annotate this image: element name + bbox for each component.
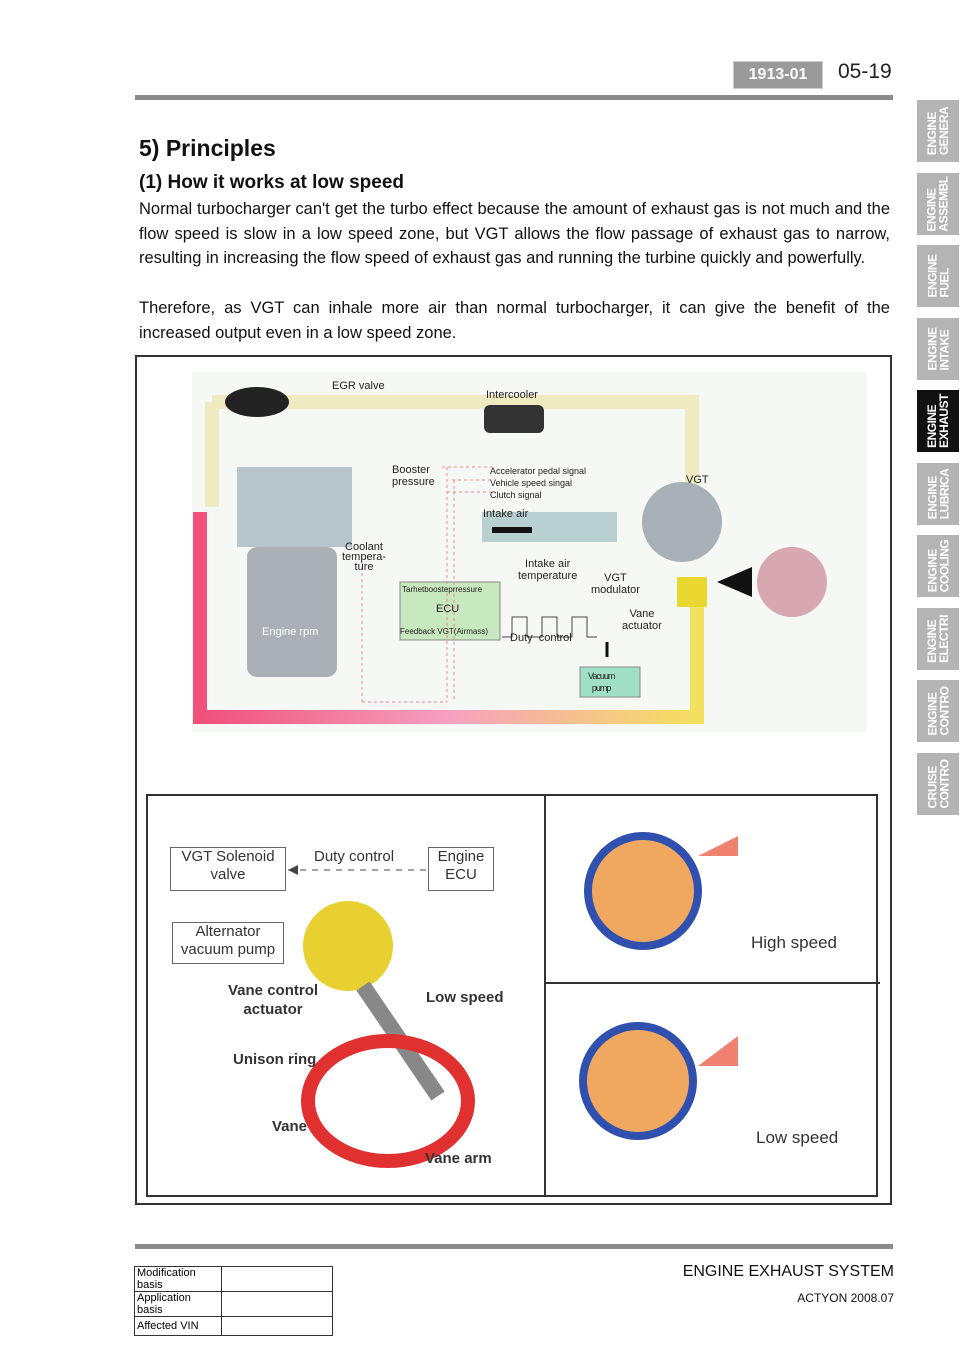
label-intercooler: Intercooler	[486, 389, 538, 401]
label-vane-actuator: Vane actuator	[622, 608, 662, 632]
paragraph: Therefore, as VGT can inhale more air th…	[139, 299, 890, 342]
side-tab-label: ENGINE ASSEMBL	[925, 175, 952, 232]
meta-value	[221, 1291, 333, 1317]
engine-ecu-box: Engine ECU	[428, 847, 494, 891]
label-vacuum-pump: Vacuum pump	[588, 671, 615, 693]
label-egr-valve: EGR valve	[332, 380, 385, 392]
footer-model: ACTYON 2008.07	[797, 1291, 894, 1305]
figure-frame	[135, 355, 892, 1205]
section-code: 1913-01	[733, 61, 823, 89]
alternator-vacuum-pump-box: Alternator vacuum pump	[172, 922, 284, 964]
label-low-speed-actuator: Low speed	[426, 989, 504, 1006]
label-clutch-signal: Clutch signal	[490, 490, 542, 500]
subsection-title: (1) How it works at low speed	[139, 172, 404, 193]
label-accelerator-signal: Accelerator pedal signal	[490, 466, 587, 476]
label-duty-control: Duty control	[510, 632, 572, 644]
meta-label: Modification basis	[134, 1266, 222, 1292]
label-unison-ring: Unison ring	[233, 1051, 317, 1068]
label-vgt-modulator: VGT modulator	[591, 572, 640, 596]
label-vane-control-actuator: Vane control actuator	[228, 982, 319, 1018]
label-duty-control: Duty control	[314, 848, 395, 865]
side-tab-label: ENGINE LUBRICA	[925, 468, 951, 519]
label-ecu: ECU	[436, 603, 460, 615]
label-vgt: VGT	[686, 474, 709, 486]
vane-control-figure: VGT Solenoid valve Duty control Engine E…	[146, 794, 880, 1197]
footer-divider	[135, 1244, 893, 1249]
side-tab-label: ENGINE GENERA	[925, 106, 951, 156]
side-tab-lubrica[interactable]: ENGINE LUBRICA	[917, 462, 959, 525]
page-number: 05-19	[838, 60, 892, 83]
side-tab-electri[interactable]: ENGINE ELECTRI	[917, 607, 959, 670]
vane-mechanism-graphic	[288, 832, 738, 1168]
side-tab-label: ENGINE INTAKE	[925, 326, 952, 371]
meta-label: Affected VIN	[134, 1316, 222, 1336]
side-tab-genera[interactable]: ENGINE GENERA	[917, 100, 959, 162]
label-vane-arm: Vane arm	[425, 1150, 492, 1167]
label-vehicle-speed-signal: Vehicle speed singal	[490, 478, 573, 488]
meta-value	[221, 1316, 333, 1336]
section-title: 5) Principles	[139, 135, 276, 161]
header-divider	[135, 95, 893, 100]
vgt-system-diagram: EGR valve Intercooler Booster pressure A…	[192, 372, 867, 732]
label-engine-rpm: Engine rpm	[262, 626, 319, 638]
side-tab-contro[interactable]: CRUISE CONTRO	[917, 752, 959, 815]
footer-title: ENGINE EXHAUST SYSTEM	[682, 1263, 894, 1280]
side-tab-cooling[interactable]: ENGINE COOLING	[917, 535, 959, 597]
side-tab-label: ENGINE FUEL	[925, 254, 952, 298]
paragraph: Normal turbocharger can't get the turbo …	[139, 200, 890, 268]
side-tab-label: ENGINE CONTRO	[925, 686, 951, 736]
system-schematic-graphic	[192, 372, 867, 732]
label-high-speed: High speed	[751, 933, 838, 952]
label-ecu-feedback: Feedback VGT(Airmass)	[400, 627, 489, 636]
vgt-solenoid-valve-box: VGT Solenoid valve	[170, 847, 286, 891]
side-tab-intake[interactable]: ENGINE INTAKE	[917, 317, 959, 380]
meta-value	[221, 1266, 333, 1292]
label-intake-air: Intake air	[483, 508, 529, 520]
label-vane: Vane	[272, 1118, 308, 1135]
side-tab-fuel[interactable]: ENGINE FUEL	[917, 245, 959, 307]
label-booster-pressure: Booster pressure	[392, 464, 435, 488]
side-tab-label: ENGINE COOLING	[925, 539, 951, 593]
revision-table: Modification basis Application basis Aff…	[134, 1266, 333, 1336]
side-tab-label: ENGINE EXHAUST	[925, 394, 951, 448]
side-tab-exhaust[interactable]: ENGINE EXHAUST	[917, 390, 959, 452]
side-tab-label: ENGINE ELECTRI	[925, 614, 951, 663]
side-tab-label: CRUISE CONTRO	[925, 759, 951, 808]
label-ecu-target: Tarhetboosteprressure	[402, 585, 483, 594]
meta-label: Application basis	[134, 1291, 222, 1317]
side-tab-assembl[interactable]: ENGINE ASSEMBL	[917, 172, 959, 235]
side-tab-contro[interactable]: ENGINE CONTRO	[917, 680, 959, 742]
label-intake-air-temperature: Intake air temperature	[518, 558, 578, 582]
label-low-speed: Low speed	[756, 1128, 839, 1147]
label-coolant-temperature: Coolant tempera- ture	[342, 541, 387, 573]
